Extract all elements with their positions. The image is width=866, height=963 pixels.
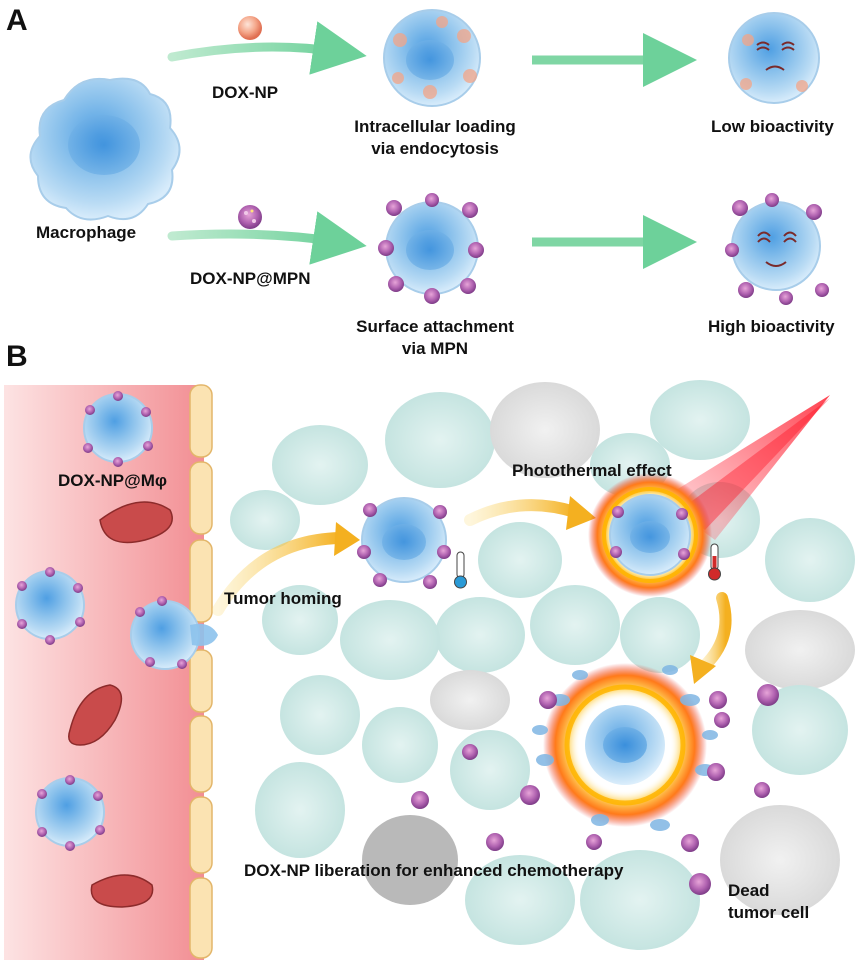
- arrow-to-photothermal: [464, 499, 581, 526]
- panel-label-b: B: [6, 340, 28, 373]
- label-intracellular-line2: via endocytosis: [371, 139, 499, 158]
- endothelial-wall: [189, 384, 213, 959]
- label-surface: Surface attachment via MPN: [335, 316, 535, 360]
- macrophage-in-vessel-2: [15, 567, 85, 645]
- label-dox-np-mpn: DOX-NP@MPN: [190, 269, 311, 288]
- label-dead-line1: Dead: [728, 881, 770, 900]
- macrophage-loaded-internal: [383, 9, 481, 107]
- label-surface-line1: Surface attachment: [356, 317, 514, 336]
- thermometer-cold-icon: [454, 551, 467, 589]
- label-tumor-homing: Tumor homing: [224, 589, 342, 608]
- thermometer-hot-icon: [708, 543, 721, 581]
- arrow-to-liberation: [694, 592, 732, 676]
- label-intracellular-line1: Intracellular loading: [354, 117, 516, 136]
- label-photothermal: Photothermal effect: [512, 461, 672, 480]
- label-high-bioactivity: High bioactivity: [708, 317, 835, 336]
- macrophage-tumor-homed: [357, 497, 451, 589]
- liberated-dox-np: [411, 684, 779, 895]
- label-intracellular: Intracellular loading via endocytosis: [335, 116, 535, 160]
- arrow-head-photothermal: [566, 496, 596, 530]
- label-dead-line2: tumor cell: [728, 903, 810, 922]
- label-surface-line2: via MPN: [401, 339, 469, 358]
- macrophage-in-vessel-1: [83, 391, 153, 467]
- label-dead-tumor-cell: Dead tumor cell: [728, 880, 809, 924]
- arrow-loading-bottom: [167, 211, 367, 265]
- blood-vessel: [4, 385, 204, 960]
- arrow-loading-top: [167, 21, 367, 75]
- label-low-bioactivity: Low bioactivity: [711, 117, 834, 136]
- arrow-head-homing: [334, 522, 360, 556]
- macrophage-cell-large: [29, 77, 181, 221]
- macrophage-in-vessel-3: [35, 775, 105, 851]
- label-macrophage: Macrophage: [36, 223, 137, 242]
- macrophage-surface-attached: [378, 193, 484, 304]
- dox-np-mpn-particle: [238, 205, 262, 229]
- label-dox-np-mphi: DOX-NP@Mφ: [58, 471, 168, 490]
- arrow-head-liberation: [690, 655, 716, 684]
- red-blood-cell-icon: [68, 501, 173, 908]
- macrophage-extravasating: [130, 596, 218, 670]
- label-dox-np: DOX-NP: [212, 83, 279, 102]
- label-liberation: DOX-NP liberation for enhanced chemother…: [244, 861, 624, 880]
- macrophage-ruptured: [532, 665, 718, 831]
- macrophage-heated: [609, 494, 691, 576]
- dox-np-particle: [238, 16, 262, 40]
- macrophage-low-bioactivity: [728, 12, 820, 104]
- arrow-tumor-homing: [212, 532, 346, 616]
- macrophage-high-bioactivity: [725, 193, 829, 305]
- panel-label-a: A: [6, 4, 28, 37]
